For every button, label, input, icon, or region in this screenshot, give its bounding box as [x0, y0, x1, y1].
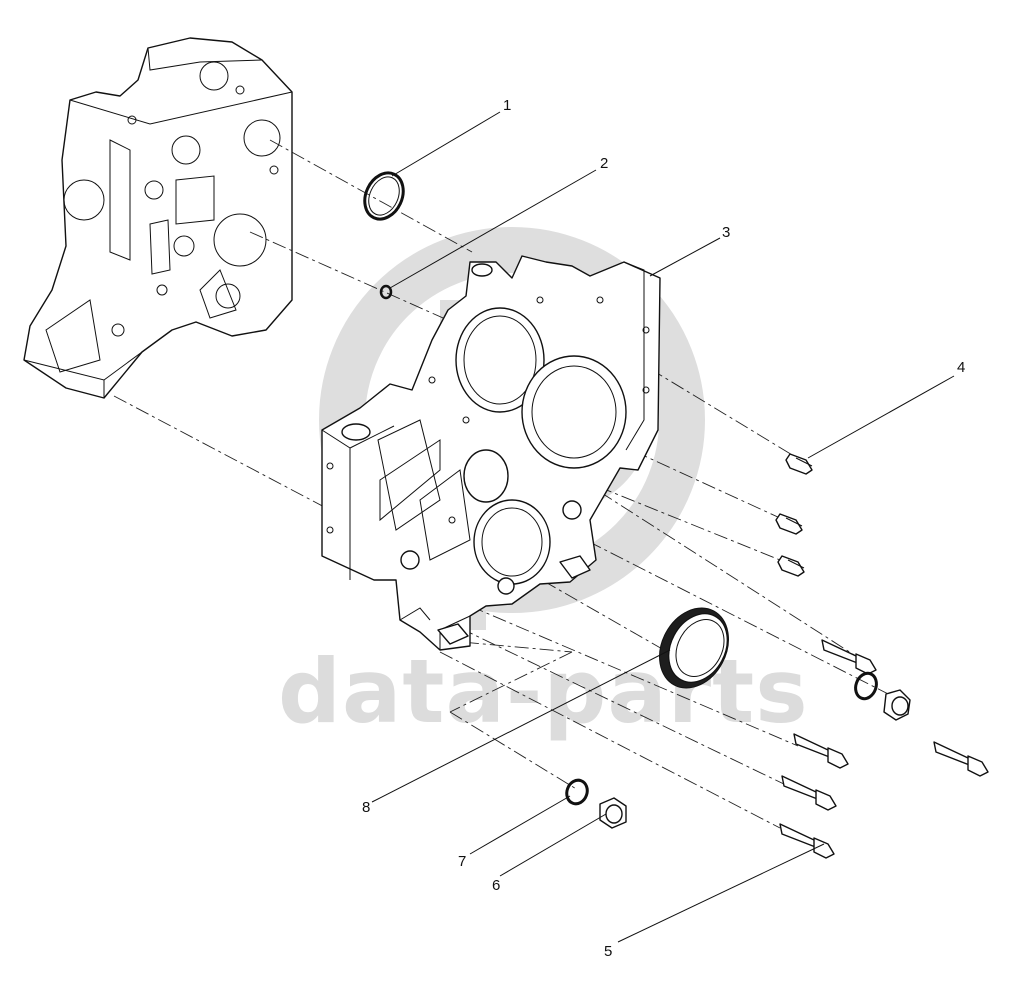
- bolt-short-1: [785, 453, 813, 475]
- callout-8: 8: [362, 799, 370, 816]
- plug-right: [883, 689, 911, 721]
- bolt-long-5: [779, 823, 835, 859]
- callout-5: 5: [604, 943, 612, 960]
- bolt-short-3: [777, 555, 805, 577]
- callout-3: 3: [722, 224, 730, 241]
- bolt-short-2: [775, 513, 803, 535]
- leader-lines: [371, 111, 955, 943]
- alignment-lines: [113, 139, 901, 829]
- o-ring-right: [854, 671, 878, 701]
- bolt-long-1: [821, 639, 877, 675]
- callout-1: 1: [503, 97, 511, 114]
- callout-6: 6: [492, 877, 500, 894]
- gear-housing: [321, 255, 661, 651]
- engine-block: [23, 37, 293, 399]
- o-ring-plug: [565, 778, 589, 806]
- watermark-text: data-parts: [278, 640, 809, 743]
- bolt-long-4: [781, 775, 837, 811]
- crankshaft-seal: [659, 607, 729, 689]
- bolt-long-2: [933, 741, 989, 777]
- bolt-long-3: [793, 733, 849, 769]
- plug: [599, 797, 627, 829]
- o-ring-small: [379, 284, 393, 300]
- callout-2: 2: [600, 155, 608, 172]
- callout-4: 4: [957, 359, 965, 376]
- callout-7: 7: [458, 853, 466, 870]
- o-ring-large: [363, 171, 405, 221]
